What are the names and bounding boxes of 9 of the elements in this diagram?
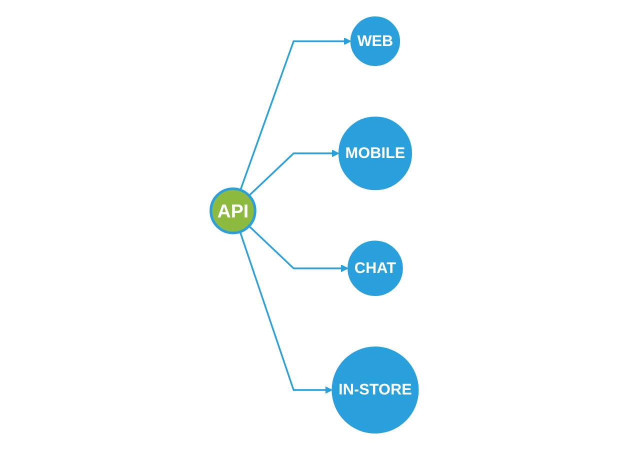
node-circle: IN-STORE — [332, 346, 420, 434]
node-circle: WEB — [350, 16, 400, 66]
arrow — [240, 232, 333, 394]
node-circle: CHAT — [348, 240, 404, 296]
arrow — [248, 225, 349, 272]
node-circle: MOBILE — [338, 116, 412, 190]
arrow — [248, 150, 340, 196]
node-circle: API — [210, 187, 257, 234]
arrow — [240, 38, 352, 190]
